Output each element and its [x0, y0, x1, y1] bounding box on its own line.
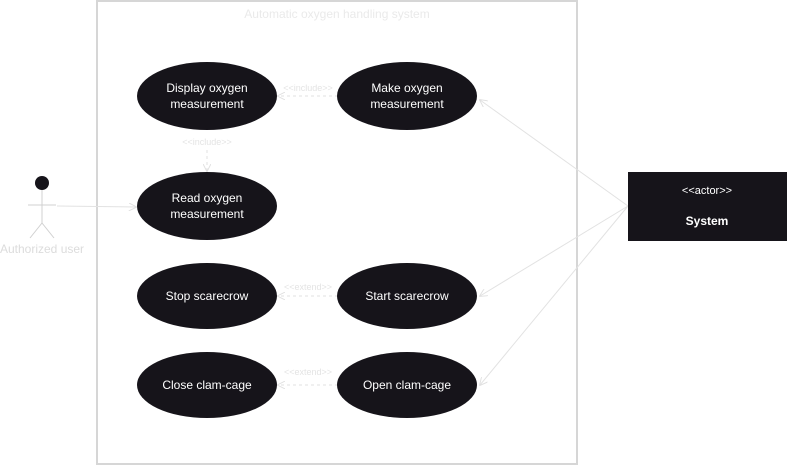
use-case-display-oxygen[interactable]: Display oxygen measurement	[137, 62, 277, 130]
use-case-ellipse	[137, 263, 277, 329]
system-title: Automatic oxygen handling system	[244, 7, 429, 21]
use-case-ellipse	[137, 172, 277, 240]
use-case-stop-scarecrow[interactable]: Stop scarecrow	[137, 263, 277, 329]
system-boundary	[96, 0, 578, 465]
use-case-label: Read oxygen	[172, 191, 243, 205]
system-open-cage-association	[480, 205, 629, 385]
use-case-read-oxygen[interactable]: Read oxygen measurement	[137, 172, 277, 240]
system-actor-label: System	[686, 214, 729, 228]
include-display-make-label: <<include>>	[283, 83, 333, 93]
use-case-label: measurement	[170, 207, 244, 221]
use-case-ellipse	[137, 352, 277, 418]
use-case-start-scarecrow[interactable]: Start scarecrow	[337, 263, 477, 329]
system-actor-rect	[628, 172, 787, 241]
actor-head-icon	[35, 176, 49, 190]
use-case-label: Close clam-cage	[162, 378, 252, 392]
use-case-make-oxygen[interactable]: Make oxygen measurement	[337, 62, 477, 130]
use-case-label: Open clam-cage	[363, 378, 451, 392]
system-start-scarecrow-association	[480, 205, 629, 296]
actor-left-leg	[29, 222, 43, 239]
use-case-ellipse	[337, 62, 477, 130]
use-case-label: Display oxygen	[166, 81, 247, 95]
use-case-open-cage[interactable]: Open clam-cage	[337, 352, 477, 418]
use-case-label: measurement	[170, 97, 244, 111]
use-case-label: measurement	[370, 97, 444, 111]
use-case-ellipse	[337, 263, 477, 329]
authorized-user-label: Authorized user	[0, 242, 84, 256]
use-case-ellipse	[337, 352, 477, 418]
system-actor-stereotype: <<actor>>	[682, 185, 732, 197]
authorized-user-actor[interactable]: Authorized user	[0, 176, 84, 256]
use-case-close-cage[interactable]: Close clam-cage	[137, 352, 277, 418]
extend-cage-label: <<extend>>	[284, 367, 332, 377]
system-make-association	[480, 100, 629, 207]
actor-right-leg	[41, 222, 55, 239]
user-read-association	[56, 206, 136, 207]
include-display-read-label: <<include>>	[182, 137, 232, 147]
use-case-label: Make oxygen	[371, 81, 442, 95]
extend-scarecrow-label: <<extend>>	[284, 282, 332, 292]
system-actor-box[interactable]: <<actor>> System	[628, 172, 787, 241]
use-case-label: Stop scarecrow	[166, 289, 249, 303]
use-case-label: Start scarecrow	[365, 289, 449, 303]
use-case-ellipse	[137, 62, 277, 130]
